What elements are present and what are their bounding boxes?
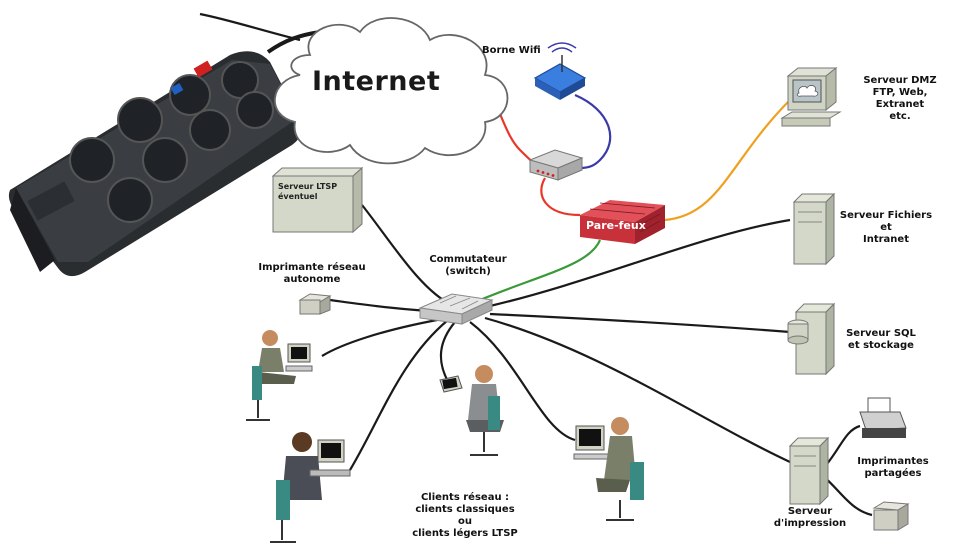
shared-printer-icon-bottom: [872, 501, 910, 531]
client-workstation-2: [270, 432, 351, 543]
file-server-label: Serveur Fichiers et Intranet: [839, 210, 933, 245]
cable-power: [199, 12, 301, 42]
cable-sql: [489, 312, 791, 334]
sql-server-label: Serveur SQL et stockage: [846, 328, 916, 351]
dmz-server-icon: [780, 66, 842, 127]
ltsp-server-icon: [271, 166, 364, 234]
ltsp-server-label: Serveur LTSP éventuel: [278, 182, 338, 201]
client-workstation-3: [439, 365, 504, 456]
firewall-label: Pare-feux: [586, 219, 646, 232]
link-firewall-switch: [479, 239, 602, 302]
network-printer-label: Imprimante réseau autonome: [258, 262, 366, 285]
cable-client-3: [439, 321, 456, 386]
client-workstation-4: [573, 417, 644, 521]
shared-printer-icon-top: [859, 397, 907, 438]
cable-client-1: [321, 316, 449, 357]
link-router-firewall: [540, 177, 581, 217]
internet-cloud: [274, 17, 509, 165]
network-switch-icon: [418, 293, 494, 325]
router-icon: [528, 149, 584, 181]
network-printer-icon: [298, 293, 332, 315]
power-strip-image: [8, 30, 321, 277]
cable-client-2: [349, 319, 449, 471]
cable-files: [489, 218, 791, 308]
print-server-label: Serveur d'impression: [773, 506, 847, 529]
cable-print-server: [484, 316, 791, 463]
internet-label: Internet: [312, 66, 441, 97]
switch-label: Commutateur (switch): [429, 254, 507, 277]
dmz-server-label: Serveur DMZ FTP, Web, Extranet etc.: [863, 75, 937, 122]
file-server-icon: [792, 192, 836, 266]
wifi-label: Borne Wifi: [482, 45, 541, 56]
shared-printers-label: Imprimantes partagées: [857, 456, 929, 479]
link-firewall-dmz: [664, 99, 791, 222]
sql-server-icon: [787, 302, 836, 376]
client-workstation-1: [246, 330, 313, 421]
firewall-icon: [580, 200, 665, 244]
link-wifi-router: [574, 93, 612, 170]
wifi-access-point-icon: [533, 42, 587, 100]
cable-client-4: [469, 321, 576, 442]
clients-label: Clients réseau : clients classiques ou c…: [412, 492, 518, 539]
print-server-icon: [788, 436, 830, 506]
